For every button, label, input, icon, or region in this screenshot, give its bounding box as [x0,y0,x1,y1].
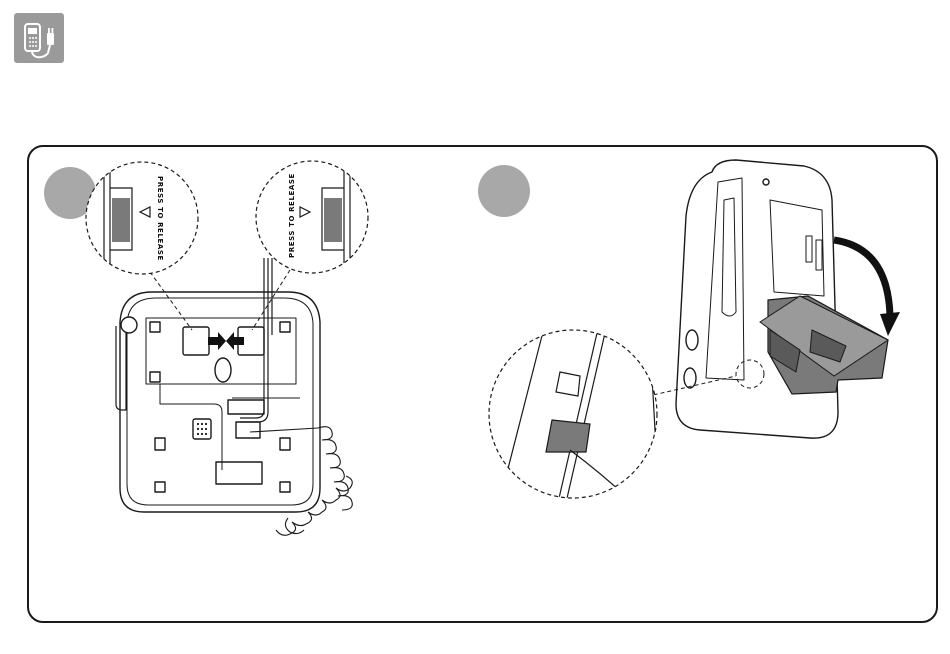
coiled-handset-cord [250,427,352,536]
press-to-release-label-left: PRESS TO RELEASE [156,176,164,261]
base-unit-back [116,292,320,512]
press-to-release-label-right: PRESS TO RELEASE [288,173,296,258]
zoom-callout-right: PRESS TO RELEASE [256,161,368,276]
zoom-callout-bracket [489,320,666,520]
wall-mount-bracket [760,296,888,394]
zoom-callout-left: PRESS TO RELEASE [86,162,198,276]
telephone-cord [240,258,272,422]
